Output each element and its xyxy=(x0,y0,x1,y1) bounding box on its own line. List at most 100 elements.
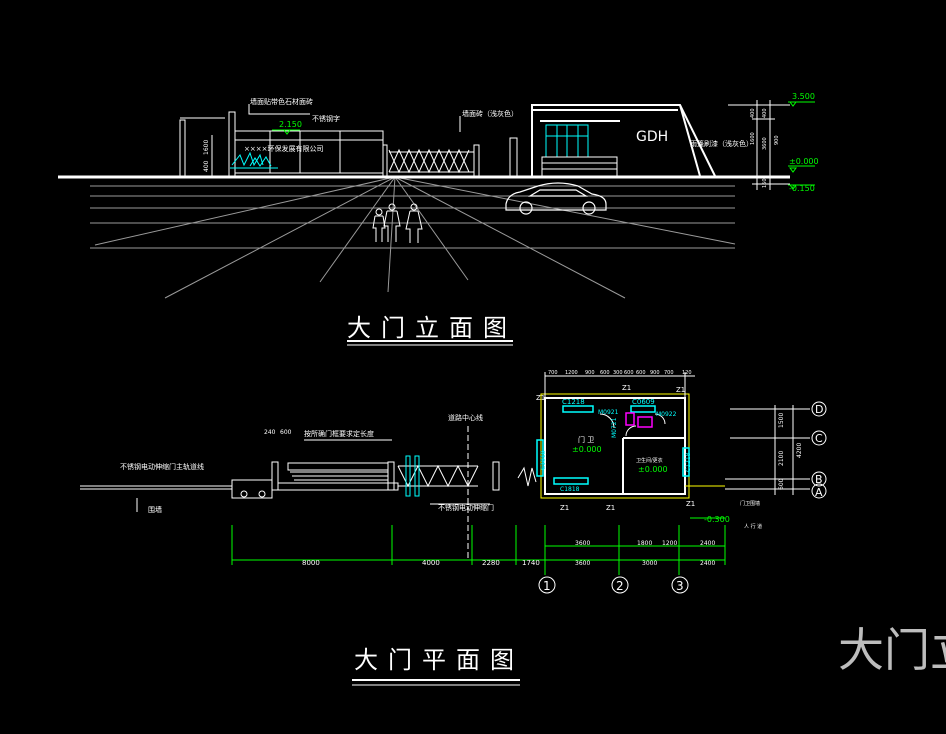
human-figures xyxy=(372,203,423,243)
dim-1600: 1600 xyxy=(203,140,210,155)
signboard-wall xyxy=(179,111,388,177)
top-dim-9: 120 xyxy=(682,370,692,376)
dim-400: 400 xyxy=(203,160,210,172)
elevation-leaders xyxy=(180,104,461,176)
top-dim-2: 900 xyxy=(585,370,595,376)
top-dim-7: 900 xyxy=(650,370,660,376)
dim-150: 150 xyxy=(762,178,768,188)
dim-240: 240 xyxy=(264,429,276,436)
bottom-dim-c-1: 3000 xyxy=(642,560,657,567)
axis-label-a: A xyxy=(815,486,823,499)
elevation-mark-2150: 2.150 xyxy=(279,120,302,129)
elevation-drawing: 墙面贴带色石材面砖 2.150 不锈钢字 ××××环保发展有限公司 1600 4… xyxy=(58,92,819,299)
rail-note: 不锈钢电动伸缩门主轨道线 xyxy=(120,462,204,471)
elevation-mark-000: ±0.000 xyxy=(789,157,819,166)
door-swings xyxy=(599,413,666,437)
retractable-gate xyxy=(388,137,518,177)
perspective-ground xyxy=(90,176,736,299)
plan-bottom-dimension-lines xyxy=(231,525,726,575)
window-c0609: C0609 xyxy=(632,398,655,406)
elevation-mark-3500: 3.500 xyxy=(792,92,815,101)
bottom-dim-a-1: 4000 xyxy=(422,559,440,567)
dim-left-400: 400 xyxy=(750,108,756,118)
top-note: 墙面贴带色石材面砖 xyxy=(250,97,313,106)
dim-900: 900 xyxy=(774,135,780,145)
door-m0921: M0921 xyxy=(598,409,619,416)
plan-bottom-dimensions: 8000 4000 2280 1740 3600 1800 1200 2400 3600 3000… xyxy=(302,540,715,567)
offscreen-title-fragment: 大门立 xyxy=(838,623,946,677)
column-z1-b: Z1 xyxy=(622,384,631,392)
bottom-dim-b-2: 1200 xyxy=(662,540,677,547)
top-dim-3: 600 xyxy=(600,370,610,376)
bottom-dim-b-3: 2400 xyxy=(700,540,715,547)
window-c1218-right: C1218 xyxy=(685,452,692,472)
top-dim-4: 300 xyxy=(613,370,623,376)
column-z1-c: Z1 xyxy=(676,386,685,394)
top-dim-5: 600 xyxy=(624,370,634,376)
stainless-text-note: 不锈钢字 xyxy=(312,114,340,123)
plan-drawing: 围墙 不锈钢电动伸缩门主轨道线 按所确门框要求定长度 240 600 不锈钢电动… xyxy=(80,370,827,594)
sanitary-fixtures xyxy=(625,412,653,428)
dim-left-1600: 1600 xyxy=(750,132,756,145)
railing-label: 围墙 xyxy=(148,505,162,514)
gate-length-note: 按所确门框要求定长度 xyxy=(304,429,374,438)
top-dim-0: 700 xyxy=(548,370,558,376)
top-dim-1: 1200 xyxy=(565,370,578,376)
guardhouse-plan-walls xyxy=(544,397,686,495)
column-z1-a: Z1 xyxy=(536,394,545,402)
dim-top-400: 400 xyxy=(762,108,768,118)
axis-label-b: B xyxy=(815,473,823,486)
room-toilet-level: ±0.000 xyxy=(638,465,668,474)
bottom-dim-c-0: 3600 xyxy=(575,560,590,567)
room-guard-level: ±0.000 xyxy=(572,445,602,454)
entrance-label: 人 行 道 xyxy=(744,523,762,530)
plan-top-dimension-line xyxy=(544,372,695,398)
road-center-label: 道路中心线 xyxy=(448,413,483,422)
bottom-dim-b-1: 1800 xyxy=(637,540,652,547)
axis-label-3: 3 xyxy=(676,579,684,593)
dim-row-1500: 1500 xyxy=(778,413,785,428)
plan-right-axes xyxy=(725,401,827,499)
dim-row-2100: 2100 xyxy=(778,451,785,466)
bottom-dim-c-2: 2400 xyxy=(700,560,715,567)
column-z1-d: Z1 xyxy=(560,504,569,512)
bottom-dim-a-3: 1740 xyxy=(522,559,540,567)
door-m0922: M0922 xyxy=(656,411,677,418)
plan-title-block: 大门平面图 xyxy=(352,646,524,686)
bottom-dim-a-0: 8000 xyxy=(302,559,320,567)
guardhouse-plan-windows xyxy=(536,405,690,485)
axis-label-c: C xyxy=(815,432,823,445)
door-m0721: M0721 xyxy=(611,417,618,438)
plan-axis-bubbles xyxy=(538,576,689,594)
car-drawing xyxy=(505,182,607,215)
axis-label-1: 1 xyxy=(543,579,551,593)
bottom-dim-a-2: 2280 xyxy=(482,559,500,567)
guard-house xyxy=(531,104,716,177)
window-c1818-bottom: C1818 xyxy=(560,486,580,493)
plan-rails xyxy=(80,461,537,499)
window-c1218: C1218 xyxy=(562,398,585,406)
elevation-title-block: 大门立面图 xyxy=(347,314,517,346)
window-c1818-left: C1818 xyxy=(540,450,547,470)
room-guard-label: 门 卫 xyxy=(578,435,594,444)
gate-posts xyxy=(405,455,420,497)
axis-label-d: D xyxy=(815,403,823,416)
wall-tile-note: 墙面砖（浅灰色） xyxy=(462,109,518,118)
guard-house-window xyxy=(545,124,589,158)
dim-600: 600 xyxy=(280,429,292,436)
elevation-level-marks xyxy=(788,101,815,190)
elevation-title: 大门立面图 xyxy=(347,314,517,342)
dim-row-4200: 4200 xyxy=(796,443,803,458)
column-z1-f: Z1 xyxy=(686,500,695,508)
dim-row-600: 600 xyxy=(778,478,785,490)
side-wall-note: 门卫围墙 xyxy=(740,500,760,507)
column-z1-e: Z1 xyxy=(606,504,615,512)
planting xyxy=(230,151,278,169)
axis-label-2: 2 xyxy=(616,579,624,593)
bottom-dim-b-0: 3600 xyxy=(575,540,590,547)
rain-canopy-note: 雨篷刷漆（浅灰色） xyxy=(690,139,753,148)
elevation-dimensions xyxy=(728,100,790,190)
plan-title: 大门平面图 xyxy=(354,646,524,674)
door-note: 不锈钢电动伸缩门 xyxy=(438,503,494,512)
